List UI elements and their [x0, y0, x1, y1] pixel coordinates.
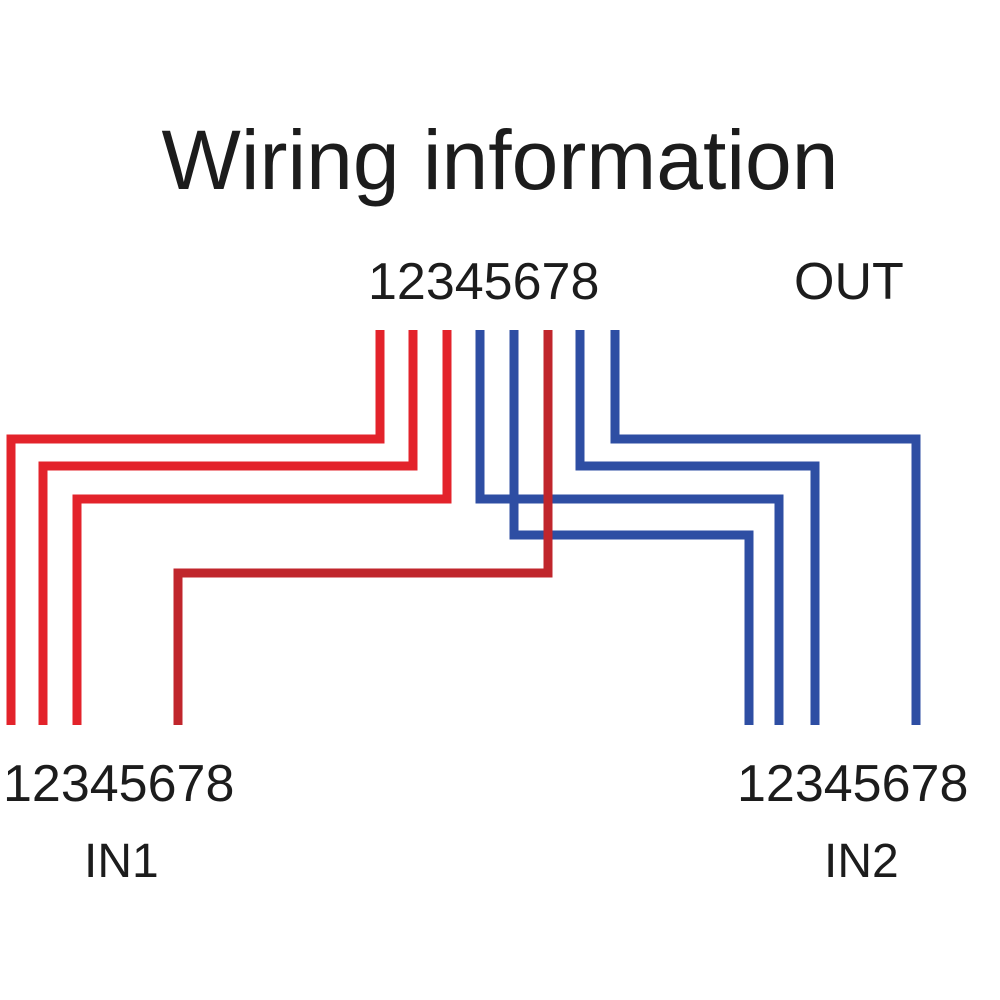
wire-out6-in1-6: [173, 330, 553, 725]
in1-pin-numbers: 12345678: [3, 755, 235, 813]
out-pin-numbers: 12345678: [368, 253, 600, 311]
in2-label: IN2: [824, 835, 899, 888]
in1-label: IN1: [84, 835, 159, 888]
diagram-title: Wiring information: [161, 113, 839, 207]
in2-pin-numbers: 12345678: [737, 755, 969, 813]
wire-out3-in1-3: [72, 330, 452, 725]
wire-out1-in1-1: [6, 330, 385, 725]
wire-out5-in2-1: [509, 330, 754, 725]
out-label: OUT: [794, 253, 904, 311]
wire-out2-in1-2: [38, 330, 418, 725]
wire-out7-in2-6: [575, 330, 820, 725]
wire-out4-in2-3: [475, 330, 784, 725]
wire-out8-in2-8: [610, 330, 921, 725]
